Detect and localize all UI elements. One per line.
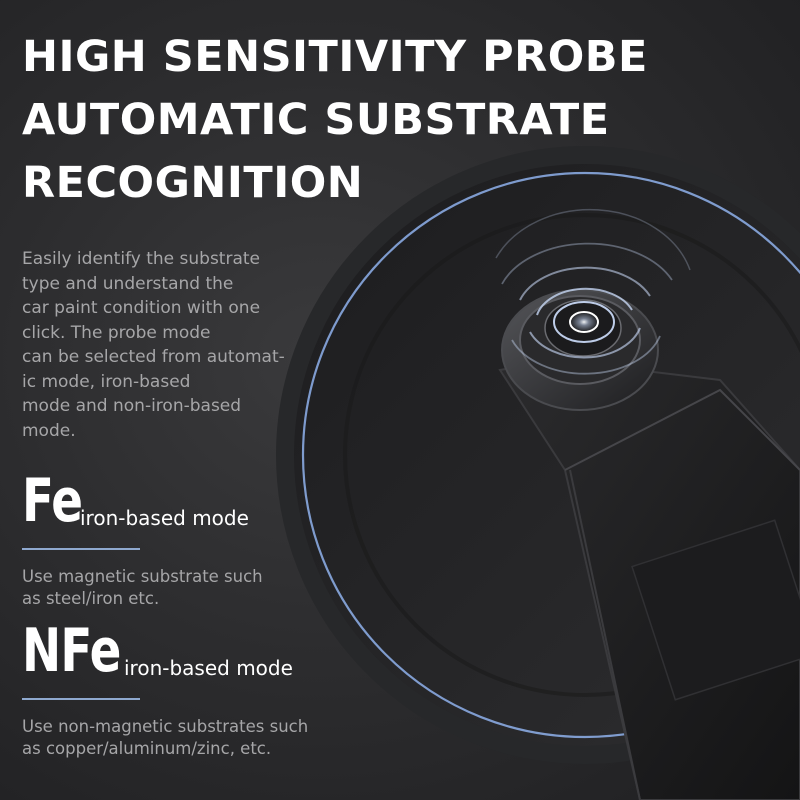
probe-device-icon — [498, 289, 800, 800]
mode-label: iron-based mode — [80, 506, 249, 530]
mode-nfe: NFe iron-based mode Use non-magnetic sub… — [22, 616, 342, 770]
headline-line: RECOGNITION — [22, 158, 364, 208]
mode-code: NFe — [22, 616, 121, 686]
mode-description-line: Use magnetic substrate such — [22, 567, 263, 586]
mode-description-line: as steel/iron etc. — [22, 589, 160, 608]
page-title: HIGH SENSITIVITY PROBE AUTOMATIC SUBSTRA… — [22, 26, 662, 215]
mode-fe: Fe iron-based mode Use magnetic substrat… — [22, 466, 322, 610]
intro-line: car paint condition with one — [22, 298, 261, 318]
intro-line: ic mode, iron-based — [22, 371, 191, 392]
intro-line: mode. — [22, 420, 76, 441]
intro-line: mode and non-iron-based — [22, 396, 242, 416]
headline-line: AUTOMATIC SUBSTRATE — [22, 95, 610, 145]
intro-line: click. The probe mode — [22, 322, 211, 343]
mode-description-line: Use non-magnetic substrates such — [22, 717, 309, 736]
intro-line: Easily identify the substrate — [22, 249, 260, 269]
mode-description: Use non-magnetic substrates such as copp… — [22, 716, 308, 760]
mode-description: Use magnetic substrate such as steel/iro… — [22, 566, 263, 610]
mode-divider — [22, 698, 140, 700]
signal-waves-icon — [495, 208, 691, 375]
intro-line: can be selected from automat- — [22, 347, 285, 367]
intro-line: type and understand the — [22, 273, 234, 294]
intro-paragraph: Easily identify the substrate type and u… — [22, 247, 322, 443]
headline-line: HIGH SENSITIVITY PROBE — [22, 32, 648, 82]
mode-description-line: as copper/aluminum/zinc, etc. — [22, 739, 272, 758]
mode-divider — [22, 548, 140, 550]
mode-label: iron-based mode — [124, 656, 293, 680]
mode-code: Fe — [22, 466, 83, 536]
